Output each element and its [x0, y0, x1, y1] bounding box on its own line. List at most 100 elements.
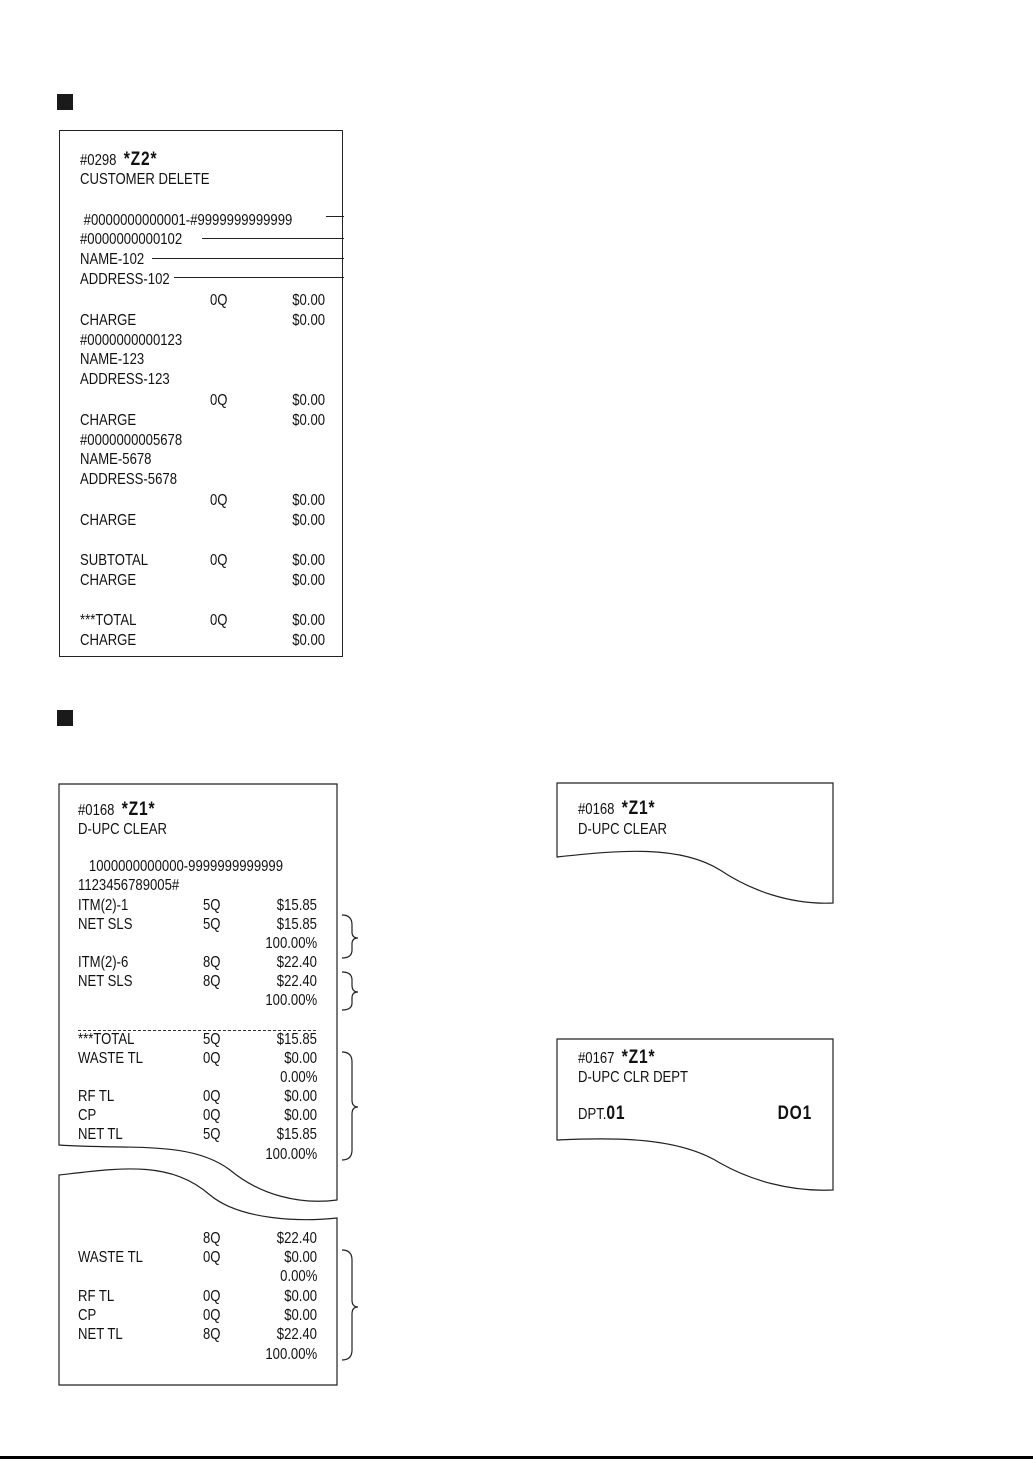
receipt-line-amount: 100.00%	[265, 992, 317, 1009]
receipt-line-amount: $0.00	[292, 312, 325, 329]
receipt-line-label: CP	[78, 1307, 97, 1324]
receipt-line-label: #0168 *Z1*	[78, 799, 156, 820]
receipt-line-amount: $0.00	[292, 392, 325, 409]
receipt-line-amount: $0.00	[292, 512, 325, 529]
receipt-line-label: ***TOTAL	[80, 612, 137, 629]
section-marker-1	[57, 94, 73, 110]
receipt-line-label: #0298 *Z2*	[80, 149, 158, 170]
receipt-customer-delete	[59, 130, 343, 657]
receipt-report-code: *Z1*	[621, 798, 656, 819]
receipt-line-qty: 5Q	[203, 1126, 221, 1143]
receipt-line-amount: $0.00	[284, 1088, 317, 1105]
receipt-line-label: NET SLS	[78, 916, 133, 933]
receipt-line-qty: 0Q	[203, 1088, 221, 1105]
receipt-line-label: D-UPC CLR DEPT	[578, 1069, 689, 1086]
receipt-line-label: 1000000000000-9999999999999	[78, 858, 284, 875]
leader-line	[174, 277, 344, 278]
receipt-line-amount: $0.00	[292, 572, 325, 589]
receipt-line-qty: 0Q	[210, 292, 228, 309]
receipt-line-qty: 8Q	[203, 954, 221, 971]
receipt-report-code: *Z1*	[121, 799, 156, 820]
receipt-line-qty: 0Q	[210, 552, 228, 569]
receipt-line-qty: 0Q	[203, 1050, 221, 1067]
receipt-line-qty: 8Q	[203, 973, 221, 990]
receipt-line-label: 1123456789005#	[78, 877, 180, 894]
receipt-line-qty: 0Q	[203, 1307, 221, 1324]
leader-line	[152, 258, 344, 259]
receipt-line-amount: $0.00	[292, 492, 325, 509]
receipt-line-label: WASTE TL	[78, 1249, 143, 1266]
receipt-line-label: ITM(2)-6	[78, 954, 129, 971]
receipt-line-amount: $15.85	[276, 1031, 317, 1048]
receipt-line-label: SUBTOTAL	[80, 552, 149, 569]
receipt-line-amount: $0.00	[292, 552, 325, 569]
receipt-line-label: NET TL	[78, 1126, 123, 1143]
receipt-line-label: CP	[78, 1107, 97, 1124]
receipt-line-label: RF TL	[78, 1088, 115, 1105]
receipt-line-amount: $0.00	[284, 1288, 317, 1305]
receipt-line-amount: $15.85	[276, 1126, 317, 1143]
receipt-line-label: D-UPC CLEAR	[578, 821, 667, 838]
receipt-line-qty: 0Q	[203, 1107, 221, 1124]
receipt-line-label: #0168 *Z1*	[578, 798, 656, 819]
receipt-line-label: #0000000000102	[80, 231, 183, 248]
receipt-line-amount: 100.00%	[265, 935, 317, 952]
braces	[341, 914, 359, 1361]
receipt-line-amount: $0.00	[284, 1107, 317, 1124]
receipt-line-amount: 0.00%	[279, 1069, 317, 1086]
receipt-line-amount: $0.00	[284, 1249, 317, 1266]
receipt-line-label: CHARGE	[80, 512, 137, 529]
receipt-report-code: *Z2*	[123, 149, 158, 170]
receipt-line-label: CUSTOMER DELETE	[80, 171, 210, 188]
receipt-line-amount: $22.40	[276, 1326, 317, 1343]
receipt-line-label: #0167 *Z1*	[578, 1047, 656, 1068]
receipt-line-label: NAME-123	[80, 351, 145, 368]
receipt-line-label: ADDRESS-123	[80, 371, 170, 388]
receipt-line-label: NET SLS	[78, 973, 133, 990]
section-marker-2	[57, 710, 73, 726]
receipt-line-label: NET TL	[78, 1326, 123, 1343]
leader-line	[202, 238, 344, 239]
receipt-report-code: *Z1*	[621, 1047, 656, 1068]
receipt-line-amount: 0.00%	[279, 1268, 317, 1285]
receipt-line-amount: $0.00	[284, 1050, 317, 1067]
page-bottom-rule	[0, 1456, 1033, 1459]
receipt-line-qty: 0Q	[210, 392, 228, 409]
receipt-line-label: D-UPC CLEAR	[78, 821, 167, 838]
receipt-line-qty: 0Q	[210, 612, 228, 629]
receipt-line-amount: $0.00	[292, 632, 325, 649]
receipt-line-qty: 8Q	[203, 1230, 221, 1247]
receipt-line-label: #0000000000123	[80, 332, 183, 349]
receipt-line-label: CHARGE	[80, 312, 137, 329]
receipt-line-label: DPT.01	[578, 1103, 626, 1124]
receipt-line-amount: $22.40	[276, 954, 317, 971]
receipt-dept-code: DO1	[777, 1103, 812, 1124]
leader-line	[326, 216, 344, 217]
receipt-line-label: ***TOTAL	[78, 1031, 135, 1048]
receipt-line-amount: 100.00%	[265, 1146, 317, 1163]
receipt-line-qty: 8Q	[203, 1326, 221, 1343]
receipt-line-qty: 0Q	[203, 1288, 221, 1305]
receipt-line-label: WASTE TL	[78, 1050, 143, 1067]
receipt-line-label: NAME-102	[80, 251, 145, 268]
receipt-line-label: NAME-5678	[80, 451, 152, 468]
receipt-line-label: #0000000000001-#9999999999999	[80, 212, 293, 229]
receipt-line-amount: $22.40	[276, 1230, 317, 1247]
receipt-line-amount: $15.85	[276, 916, 317, 933]
receipt-line-amount: 100.00%	[265, 1346, 317, 1363]
receipt-line-label: ITM(2)-1	[78, 897, 129, 914]
receipt-line-label: CHARGE	[80, 412, 137, 429]
receipt-line-amount: $0.00	[292, 292, 325, 309]
receipt-line-amount: $0.00	[284, 1307, 317, 1324]
receipt-line-amount: $0.00	[292, 612, 325, 629]
receipt-line-amount: $0.00	[292, 412, 325, 429]
receipt-line-label: CHARGE	[80, 632, 137, 649]
separator-dashed	[78, 1030, 316, 1031]
receipt-line-amount: $22.40	[276, 973, 317, 990]
receipt-line-label: ADDRESS-5678	[80, 471, 177, 488]
receipt-line-qty: 5Q	[203, 916, 221, 933]
receipt-line-qty: 0Q	[203, 1249, 221, 1266]
receipt-line-label: RF TL	[78, 1288, 115, 1305]
receipt-line-label: #0000000005678	[80, 432, 183, 449]
